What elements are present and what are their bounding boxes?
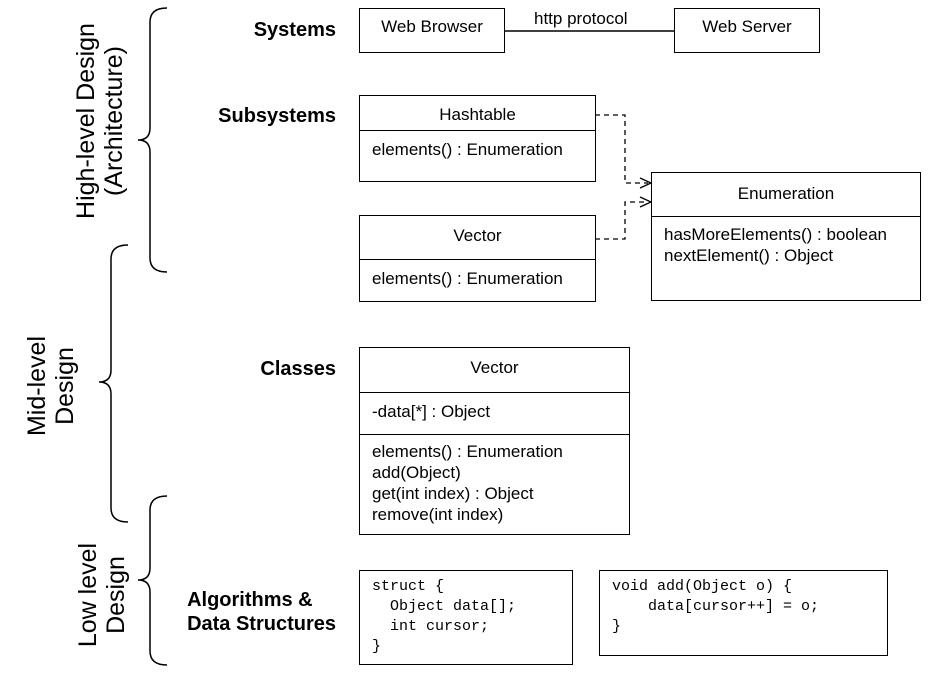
subsystems-label: Subsystems — [218, 105, 336, 127]
high-level-label: High-level Design (Architecture) — [72, 11, 128, 231]
class-vector-attributes: -data[*] : Object — [360, 392, 629, 434]
enumeration-ops: hasMoreElements() : boolean nextElement(… — [652, 216, 920, 270]
algorithms-label: Algorithms & Data Structures — [187, 588, 336, 636]
class-vector-op-get: get(int index) : Object — [372, 484, 534, 503]
subsystem-vector-box: Vector elements() : Enumeration — [359, 215, 596, 302]
hashtable-ops: elements() : Enumeration — [360, 130, 595, 164]
hashtable-to-enumeration-arrow — [595, 114, 648, 184]
high-level-line1: High-level Design — [72, 23, 100, 219]
method-code-box: void add(Object o) { data[cursor++] = o;… — [599, 570, 888, 656]
class-vector-op-remove: remove(int index) — [372, 505, 504, 524]
high-level-brace — [137, 7, 168, 273]
mid-level-label: Mid-level Design — [23, 326, 79, 446]
class-vector-operations: elements() : Enumeration add(Object) get… — [360, 434, 629, 529]
classes-label: Classes — [260, 358, 336, 380]
systems-label: Systems — [253, 19, 336, 41]
enumeration-op-next: nextElement() : Object — [664, 246, 834, 265]
class-vector-box: Vector -data[*] : Object elements() : En… — [359, 347, 630, 535]
vector-to-enumeration-arrow — [595, 201, 648, 240]
algorithms-line1: Algorithms & — [187, 589, 313, 611]
subsystem-vector-name: Vector — [453, 226, 502, 245]
class-vector-op-elements: elements() : Enumeration — [372, 442, 563, 461]
web-browser-box: Web Browser — [359, 8, 505, 53]
low-level-label: Low level Design — [74, 535, 130, 655]
high-level-line2: (Architecture) — [100, 45, 128, 197]
class-vector-op-add: add(Object) — [372, 463, 461, 482]
hashtable-box: Hashtable elements() : Enumeration — [359, 95, 596, 182]
algorithms-line2: Data Structures — [187, 613, 336, 635]
http-protocol-label: http protocol — [534, 9, 628, 28]
mid-level-line2: Design — [51, 347, 79, 425]
enumeration-name: Enumeration — [737, 184, 835, 203]
web-server-box: Web Server — [674, 8, 820, 53]
struct-code-box: struct { Object data[]; int cursor; } — [359, 570, 573, 665]
low-level-line1: Low level — [74, 542, 102, 648]
low-level-line2: Design — [102, 556, 130, 634]
mid-level-line1: Mid-level — [23, 335, 51, 437]
enumeration-op-has-more: hasMoreElements() : boolean — [664, 225, 888, 244]
mid-level-brace — [98, 244, 129, 523]
class-vector-name: Vector — [470, 358, 519, 377]
subsystem-vector-ops: elements() : Enumeration — [360, 259, 595, 293]
hashtable-name: Hashtable — [439, 105, 516, 124]
low-level-brace — [137, 495, 168, 666]
enumeration-box: Enumeration hasMoreElements() : boolean … — [651, 172, 921, 301]
